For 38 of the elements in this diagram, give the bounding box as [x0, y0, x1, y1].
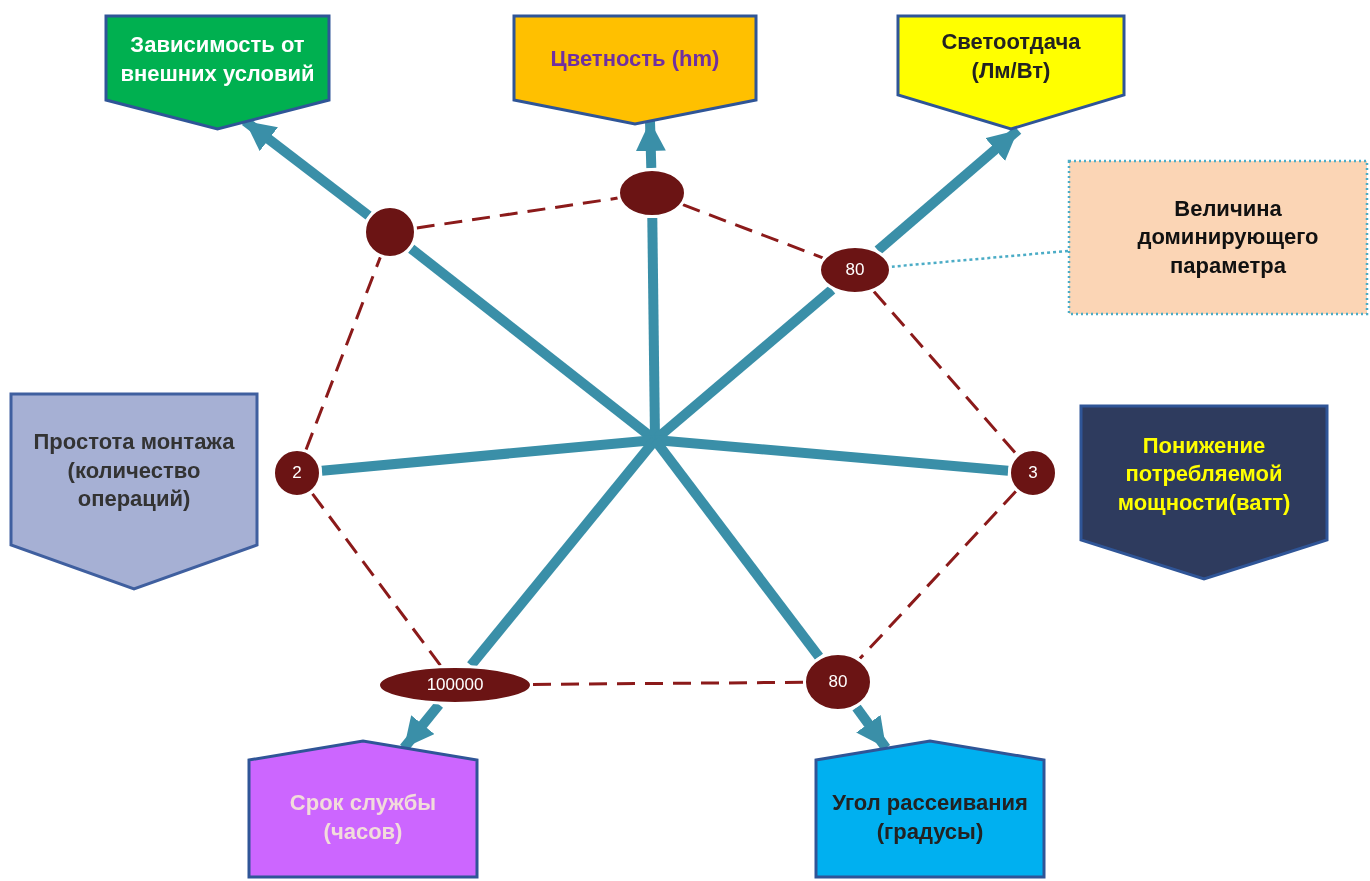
dashed-line	[533, 680, 803, 686]
label-box	[10, 393, 258, 590]
label-box	[815, 740, 1045, 878]
value-label: 80	[828, 670, 848, 693]
value-marker	[803, 652, 873, 712]
box-label: Простота монтажа (количество операций)	[32, 428, 236, 514]
dashed-line	[416, 196, 618, 230]
value-marker	[272, 448, 322, 498]
label-box	[248, 740, 478, 878]
value-label: 100000	[426, 673, 484, 696]
box-label: Угол рассеивания (градусы)	[831, 789, 1029, 846]
box-label: Светоотдача (Лм/Вт)	[940, 28, 1082, 85]
value-marker	[818, 245, 892, 295]
value-label: 2	[292, 461, 302, 484]
dashed-line	[858, 490, 1017, 660]
label-box	[897, 15, 1125, 130]
value-label: 80	[845, 258, 865, 281]
value-label: 3	[1028, 461, 1038, 484]
box-label: Срок службы (часов)	[288, 789, 438, 846]
dashed-line	[872, 290, 1018, 456]
box-label: Понижение потребляемой мощности(ватт)	[1116, 431, 1292, 517]
box-label: Зависимость от внешних условий	[119, 30, 316, 88]
dashed-line	[310, 492, 442, 667]
box-label: Цветность (hm)	[550, 45, 720, 74]
value-marker	[363, 205, 417, 259]
label-box	[1080, 405, 1328, 580]
callout-box	[1068, 160, 1368, 315]
arrow	[635, 120, 666, 169]
value-marker	[617, 168, 687, 218]
label-box	[513, 15, 757, 125]
dashed-line	[304, 256, 382, 451]
leader-line	[891, 249, 1069, 268]
value-marker	[1008, 448, 1058, 498]
label-box	[105, 15, 330, 130]
dashed-line	[682, 203, 824, 260]
callout-text: Величина доминирующего параметра	[1136, 194, 1320, 280]
arrow	[852, 704, 891, 751]
value-marker	[377, 665, 533, 705]
